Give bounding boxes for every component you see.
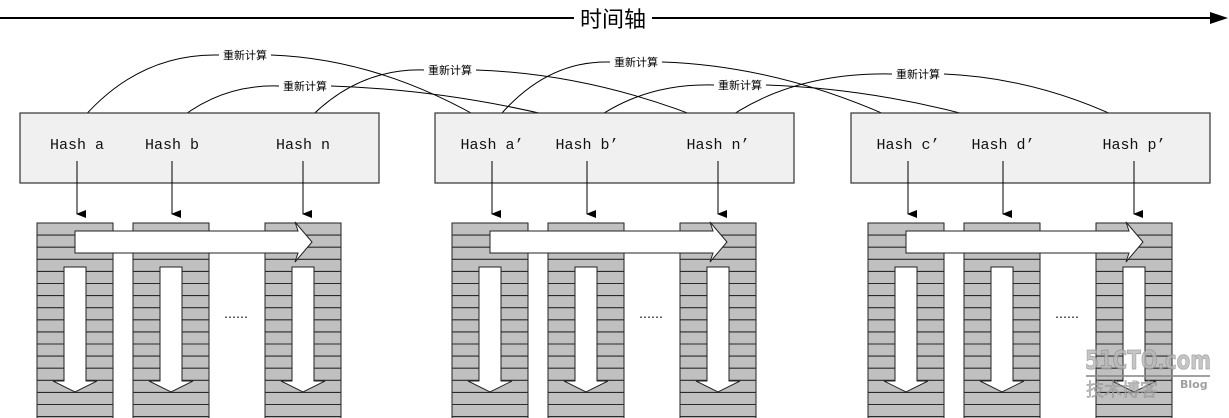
- bucket: [451, 222, 529, 418]
- recalc-label: 重新计算: [283, 79, 327, 93]
- scan-down-arrow-icon: [883, 266, 929, 393]
- watermark: 51CTO.com 技术博客 Blog: [1085, 346, 1212, 402]
- scan-right-arrow-icon: [74, 221, 313, 263]
- recalc-curve-up: [76, 54, 220, 126]
- hash-key-label: Hash c’: [876, 137, 939, 154]
- recalc-link: 重新计算: [491, 55, 909, 126]
- scan-down-arrow-icon: [1111, 266, 1157, 393]
- scan-down-arrow-icon: [52, 266, 98, 393]
- scan-down-arrow-icon: [979, 266, 1025, 393]
- key-box: [19, 112, 380, 184]
- bucket: [547, 222, 625, 418]
- key-box: [850, 112, 1211, 184]
- bucket-group: ……: [451, 221, 757, 418]
- recalc-label: 重新计算: [614, 55, 658, 69]
- scan-down-arrow-icon: [563, 266, 609, 393]
- key-group: Hash a Hash b Hash n: [19, 112, 380, 218]
- ellipsis: ……: [224, 307, 248, 321]
- key-group: Hash a’ Hash b’ Hash n’: [434, 112, 795, 218]
- bucket-groups: …… …… ……: [36, 221, 1173, 418]
- bucket-group: ……: [867, 221, 1173, 418]
- hash-key-label: Hash p’: [1102, 137, 1165, 154]
- recalc-link: 重新计算: [76, 48, 493, 126]
- recalc-label: 重新计算: [718, 78, 762, 92]
- scan-down-arrow-icon: [467, 266, 513, 393]
- bucket: [867, 222, 945, 418]
- hash-key-label: Hash n: [276, 137, 330, 154]
- timeline-label: 时间轴: [580, 8, 646, 33]
- ellipsis: ……: [1055, 307, 1079, 321]
- scan-down-arrow-icon: [695, 266, 741, 393]
- bucket: [36, 222, 114, 418]
- scan-down-arrow-icon: [280, 266, 326, 393]
- hash-key-label: Hash b: [145, 137, 199, 154]
- bucket-group: ……: [36, 221, 342, 418]
- recalc-label: 重新计算: [896, 67, 940, 81]
- hash-key-label: Hash n’: [686, 137, 749, 154]
- recalc-curve-down: [661, 61, 909, 126]
- scan-right-arrow-icon: [905, 221, 1144, 263]
- hash-key-label: Hash b’: [555, 137, 618, 154]
- ellipsis: ……: [639, 307, 663, 321]
- bucket-body: [963, 222, 1041, 418]
- recalc-label: 重新计算: [428, 63, 472, 77]
- watermark-tag: Blog: [1180, 378, 1208, 391]
- watermark-subtitle: 技术博客: [1086, 380, 1158, 401]
- hash-key-label: Hash a: [50, 137, 104, 154]
- bucket: [679, 222, 757, 418]
- scan-right-arrow-icon: [489, 221, 728, 263]
- recalc-curve-up: [491, 61, 611, 126]
- timeline-axis: 时间轴: [0, 8, 1228, 33]
- bucket: [264, 222, 342, 418]
- watermark-brand: 51CTO.com: [1085, 346, 1211, 376]
- bucket: [1095, 222, 1173, 418]
- scan-down-arrow-icon: [148, 266, 194, 393]
- key-group: Hash c’ Hash d’ Hash p’: [850, 112, 1211, 218]
- hash-key-label: Hash a’: [460, 137, 523, 154]
- key-box: [434, 112, 795, 184]
- timeline-arrow-icon: [1210, 12, 1228, 24]
- hash-key-label: Hash d’: [971, 137, 1034, 154]
- recalc-label: 重新计算: [223, 48, 267, 62]
